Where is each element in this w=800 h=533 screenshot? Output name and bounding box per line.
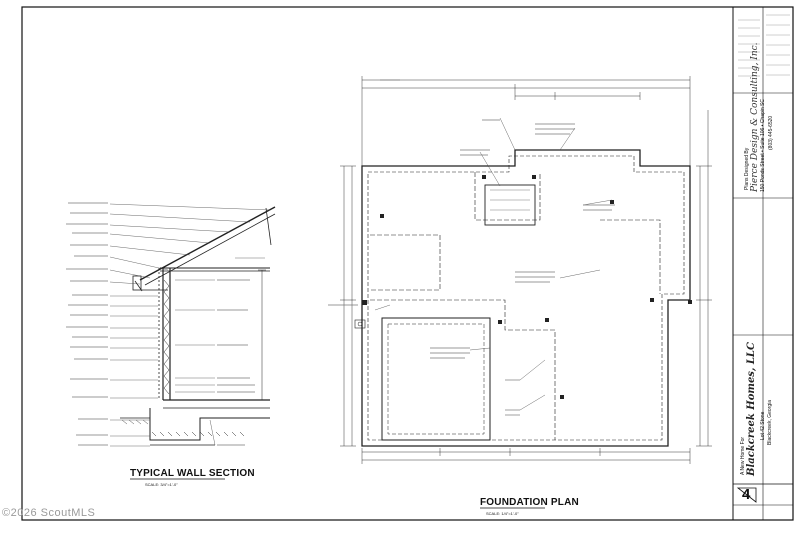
designer-address: 150 Ponds Street • Suite 106 • Chapin SC (760, 98, 766, 192)
wall-section-scale: SCALE: 3/4"=1'-0" (145, 482, 178, 487)
wall-section-title: TYPICAL WALL SECTION (130, 468, 255, 479)
designer-name: Pierce Design & Consulting, Inc. (750, 42, 760, 192)
crawl-vent (354, 319, 366, 329)
foundation-plan-title: FOUNDATION PLAN (480, 497, 579, 508)
designer-phone: (803) 445-6520 (768, 115, 774, 150)
foundation-outline (361, 149, 691, 447)
sheet-number: 4 (742, 486, 751, 503)
watermark: ©2026 ScoutMLS (2, 507, 96, 519)
sheet-marker (736, 487, 757, 503)
wall-section-drawing (66, 202, 276, 447)
lot-info: Lot 42 Stone (760, 411, 766, 440)
revision-notes (738, 14, 790, 77)
client-name: Blackcreek Homes, LLC (746, 342, 757, 476)
foundation-plan-drawing (328, 76, 712, 464)
garage-slab (381, 317, 491, 441)
foundation-plan-scale: SCALE: 1/4"=1'-0" (486, 511, 519, 516)
front-porch (484, 184, 536, 226)
sheet-border (21, 6, 794, 521)
location: Blackcreek, Georgia (767, 399, 773, 445)
